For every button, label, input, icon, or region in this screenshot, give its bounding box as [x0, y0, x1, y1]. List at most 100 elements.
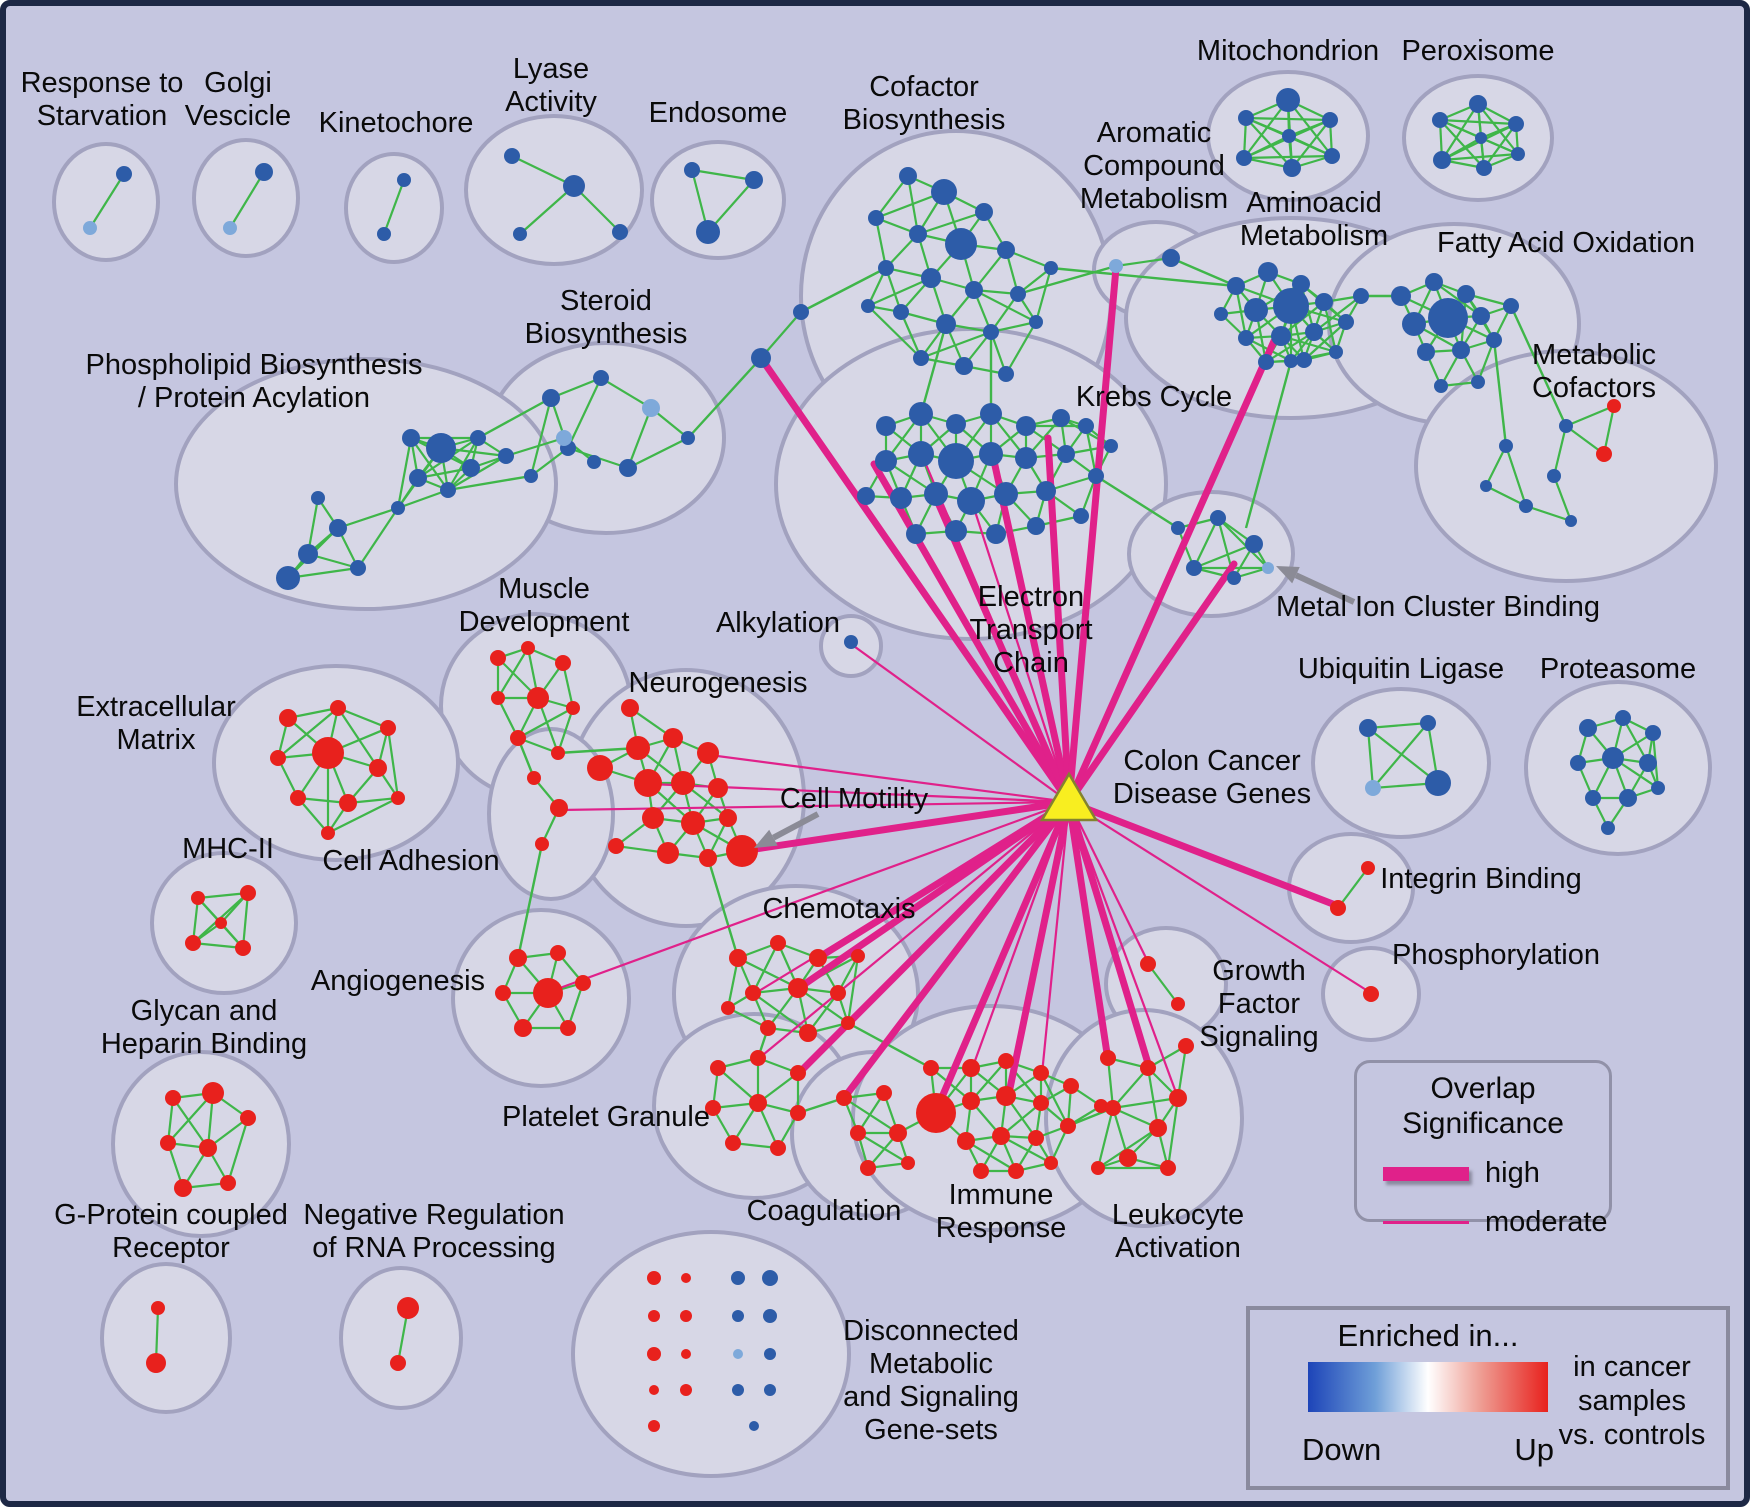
phospholipid-biosynthesis-node [587, 455, 601, 469]
peroxisome-edge [1441, 152, 1519, 162]
ubiquitin-ligase-edge [1372, 722, 1429, 789]
overlap-edge-high [1065, 337, 1278, 806]
aminoacid-metabolism-node [1227, 277, 1245, 295]
chemotaxis-node [721, 1001, 735, 1015]
cofactor-biosynthesis-edge [1005, 321, 1037, 375]
electron-transport-chain-node [1027, 517, 1045, 535]
intercluster-edge [706, 857, 740, 959]
g-protein-coupled-receptor-label: G-Protein coupled [54, 1199, 288, 1231]
integrin-binding-label: Integrin Binding [1380, 863, 1582, 895]
immune-response-node [998, 1053, 1014, 1069]
overlap-edge-moderate [1068, 801, 1150, 965]
electron-transport-chain-node [857, 487, 875, 505]
immune-response-node [923, 1060, 939, 1076]
fatty-acid-oxidation-node [1486, 332, 1502, 348]
cofactor-biosynthesis-node [899, 167, 917, 185]
overlap-edge-high [1065, 798, 1154, 1074]
mitochondrion-edge [1243, 135, 1290, 159]
immune-response-edge [1040, 1072, 1069, 1127]
cofactor-biosynthesis-node [975, 203, 993, 221]
cofactor-biosynthesis-node [1029, 315, 1043, 329]
cofactor-biosynthesis-node [998, 366, 1014, 382]
mitochondrion-node [1282, 129, 1296, 143]
glycan-heparin-binding-label: Glycan and [131, 995, 278, 1027]
layer-nodes [83, 88, 1665, 1432]
glycan-heparin-binding-edge [167, 1092, 214, 1144]
disconnected-gene-sets-node [731, 1271, 745, 1285]
glycan-heparin-binding-edge [226, 1117, 250, 1184]
phospholipid-biosynthesis-node [426, 433, 456, 463]
mitochondrion-edge [1243, 99, 1289, 159]
overlap-edge-high [1065, 264, 1120, 806]
alkylation-node [844, 635, 858, 649]
phospholipid-biosynthesis-node [409, 469, 427, 487]
peroxisome-node [1508, 116, 1524, 132]
platelet-granule-node [790, 1105, 806, 1121]
metabolic-cofactors-edge [1504, 445, 1528, 507]
metabolic-cofactors-node [1547, 469, 1561, 483]
extracellular-matrix-edge [386, 727, 400, 799]
response-to-starvation-label: Starvation [37, 100, 168, 132]
response-to-starvation-node [83, 221, 97, 235]
cofactor-biosynthesis-edge [874, 217, 888, 269]
fatty-acid-oxidation-node [1503, 298, 1519, 314]
steroid-biosynthesis-node [681, 431, 695, 445]
electron-transport-chain-node [1078, 418, 1094, 434]
chemotaxis-edge [752, 942, 779, 994]
aromatic-compound-metabolism-edge [1115, 256, 1172, 268]
muscle-development-edge [556, 707, 575, 754]
extracellular-matrix-node [312, 737, 344, 769]
g-protein-coupled-receptor-area [100, 1262, 232, 1414]
metabolic-cofactors-label: Cofactors [1532, 372, 1656, 404]
fatty-acid-oxidation-node [1425, 273, 1443, 291]
overlap-edge-moderate [970, 501, 1071, 803]
steroid-biosynthesis-edge [626, 407, 653, 469]
leukocyte-activation-edge [1112, 1096, 1179, 1110]
overlap-legend-title-line1: Overlap [1430, 1072, 1536, 1105]
overlap-edge-moderate [850, 643, 1070, 803]
golgi-vescicle-area [192, 138, 300, 258]
immune-response-label: Immune [949, 1179, 1054, 1211]
electron-transport-chain-node [986, 524, 1006, 544]
aminoacid-metabolism-node [1284, 354, 1298, 368]
proteasome-area [1524, 680, 1712, 856]
electron-transport-chain-node [1104, 439, 1118, 453]
endosome-node [745, 171, 763, 189]
aminoacid-metabolism-node [1353, 288, 1369, 304]
disconnected-gene-sets-label: Gene-sets [864, 1414, 998, 1446]
enriched-up-label: Up [1514, 1432, 1554, 1467]
electron-transport-chain-node [1052, 409, 1070, 427]
fatty-acid-oxidation-node [1471, 375, 1485, 389]
leukocyte-activation-node [1091, 1161, 1105, 1175]
intercluster-edge [1244, 360, 1293, 529]
proteasome-node [1645, 725, 1661, 741]
ubiquitin-ligase-node [1420, 715, 1436, 731]
disconnected-gene-sets-node [647, 1271, 661, 1285]
extracellular-matrix-node [321, 826, 335, 840]
neurogenesis-node [587, 755, 613, 781]
coagulation-node [860, 1160, 876, 1176]
extracellular-matrix-label: Matrix [117, 724, 196, 756]
extracellular-matrix-node [369, 759, 387, 777]
neurogenesis-node [719, 809, 737, 827]
chemotaxis-label: Chemotaxis [762, 893, 915, 925]
aminoacid-metabolism-node [1296, 352, 1312, 368]
phospholipid-biosynthesis-node [350, 560, 366, 576]
aromatic-compound-metabolism-label: Compound [1083, 150, 1225, 182]
layer-hub [1039, 771, 1099, 822]
cell-motility-label: Cell Motility [780, 783, 929, 815]
electron-transport-chain-label: Transport [969, 614, 1092, 646]
metabolic-cofactors-edge [1552, 425, 1568, 477]
proteasome-node [1579, 719, 1597, 737]
immune-response-node [973, 1163, 989, 1179]
aminoacid-metabolism-node [1292, 275, 1310, 293]
leukocyte-activation-edge [1112, 1067, 1149, 1109]
peroxisome-edge [1439, 119, 1485, 169]
growth-factor-signaling-label: Factor [1218, 988, 1301, 1020]
enriched-down-label: Down [1302, 1432, 1382, 1467]
electron-transport-chain-node [994, 482, 1018, 506]
overlap-edge-high [990, 457, 1073, 806]
mhc-ii-edge [197, 891, 249, 900]
cofactor-biosynthesis-node [1044, 261, 1058, 275]
